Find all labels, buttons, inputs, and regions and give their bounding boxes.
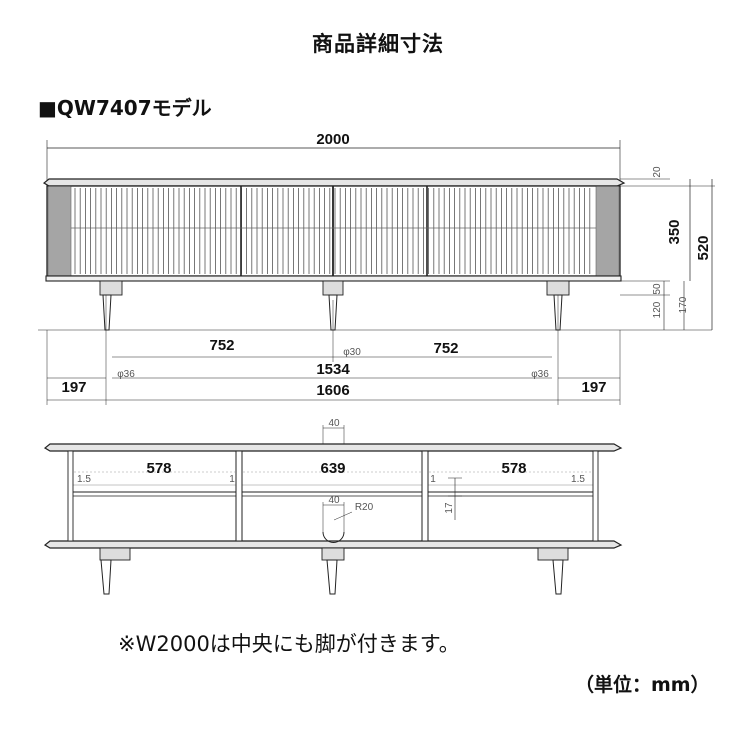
dim-span-left: 752 [209, 337, 234, 354]
dim-compartment-left: 578 [146, 460, 171, 477]
dim-divider-right: 1 [430, 474, 436, 485]
dim-edge-left: 1.5 [77, 474, 91, 485]
dim-leg-b: 50 [652, 283, 663, 295]
dim-divider-left: 1 [229, 474, 235, 485]
dim-compartment-right: 578 [501, 460, 526, 477]
page-title: 商品詳細寸法 [312, 32, 444, 56]
dim-total-width: 2000 [316, 131, 349, 148]
model-label: ■QW7407モデル [38, 96, 212, 120]
front-view [38, 140, 715, 405]
dim-leg-span: 1534 [316, 361, 350, 378]
dim-shelf-gap: 17 [444, 502, 455, 514]
dim-center-leg-dia: φ30 [343, 347, 361, 358]
dim-top-panel: 20 [652, 166, 663, 178]
dim-edge-right: 1.5 [571, 474, 585, 485]
dim-top-notch: 40 [328, 418, 340, 429]
section-leg-center [321, 547, 345, 595]
dim-total-height: 520 [695, 235, 712, 260]
front-view-labels: 2000 20 350 520 120 50 170 752 752 φ30 φ… [61, 131, 712, 399]
leg-left [99, 280, 123, 331]
unit-label: （単位：mm） [575, 674, 710, 696]
dim-leg-a: 120 [652, 301, 663, 318]
dim-cable-hole: 40 [328, 495, 340, 506]
dim-leg-dia-right: φ36 [531, 369, 549, 380]
dim-overhang-left: 197 [61, 379, 86, 396]
dim-leg-dia-left: φ36 [117, 369, 135, 380]
dim-leg-span-outer: 1606 [316, 382, 349, 399]
section-leg-left [99, 547, 131, 595]
dim-span-right: 752 [433, 340, 458, 357]
section-view [43, 425, 623, 595]
section-leg-right [537, 547, 569, 595]
dim-overhang-right: 197 [581, 379, 606, 396]
dim-leg-c: 170 [678, 296, 689, 313]
center-leg-note: ※W2000は中央にも脚が付きます。 [118, 632, 460, 656]
dim-hole-radius: R20 [355, 502, 374, 513]
section-view-labels: 40 578 639 578 1.5 1.5 1 1 40 R20 17 [77, 418, 585, 514]
dim-compartment-center: 639 [320, 460, 345, 477]
dim-body-height: 350 [666, 219, 683, 244]
